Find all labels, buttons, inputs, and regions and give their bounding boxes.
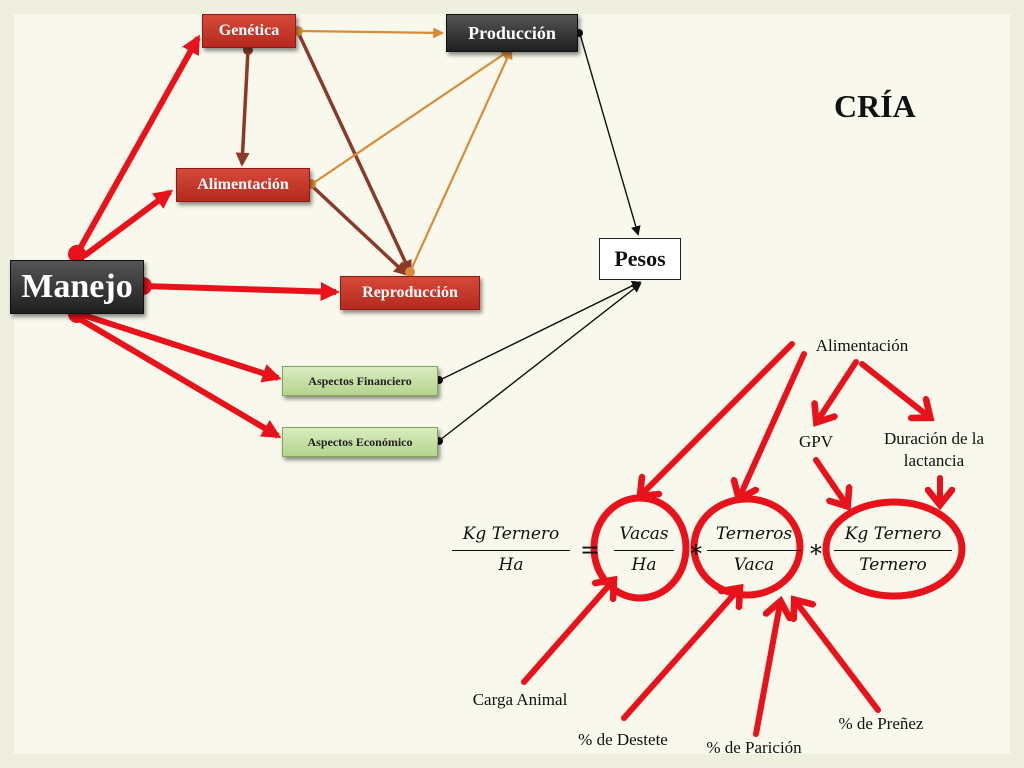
node-alimentacion: Alimentación bbox=[176, 168, 310, 202]
black-arrows bbox=[439, 33, 642, 441]
node-genetica: Genética bbox=[202, 14, 296, 48]
formula-lhs: Kg Ternero Ha bbox=[452, 524, 570, 575]
formula-term-1-bar bbox=[614, 550, 674, 551]
formula-term-1: Vacas Ha bbox=[614, 524, 674, 575]
node-aspectos-economico: Aspectos Económico bbox=[282, 427, 438, 457]
formula-term-2: Terneros Vaca bbox=[707, 524, 801, 575]
formula-term-3-bar bbox=[834, 550, 952, 551]
formula-term-2-numerator: Terneros bbox=[715, 524, 793, 544]
label-destete: % de Destete bbox=[578, 730, 668, 749]
label-alimentacion: Alimentación bbox=[815, 336, 909, 355]
manejo-arrows bbox=[75, 34, 340, 439]
formula-lhs-denominator: Ha bbox=[498, 555, 524, 575]
manejo-dot-top bbox=[68, 245, 86, 263]
formula-arrows bbox=[521, 341, 940, 737]
formula-term-3-numerator: Kg Ternero bbox=[844, 524, 942, 544]
label-carga-animal: Carga Animal bbox=[472, 690, 568, 709]
formula-lhs-bar bbox=[452, 550, 570, 551]
formula-times-2: * bbox=[810, 540, 822, 568]
formula-term-3-denominator: Ternero bbox=[859, 555, 927, 575]
label-gpv: GPV bbox=[798, 432, 833, 451]
formula-term-2-bar bbox=[707, 550, 801, 551]
brown-arrows bbox=[235, 31, 412, 276]
formula-term-1-numerator: Vacas bbox=[619, 524, 669, 544]
node-produccion: Producción bbox=[446, 14, 578, 52]
formula-lhs-numerator: Kg Ternero bbox=[462, 524, 560, 544]
node-pesos: Pesos bbox=[599, 238, 681, 280]
node-aspectos-financiero: Aspectos Financiero bbox=[282, 366, 438, 396]
label-paricion: % de Parición bbox=[706, 738, 802, 757]
label-prenez: % de Preñez bbox=[838, 714, 924, 733]
formula-term-3: Kg Ternero Ternero bbox=[834, 524, 952, 575]
node-manejo: Manejo bbox=[10, 260, 144, 314]
slide-title: CRÍA bbox=[834, 88, 916, 124]
formula-equals: = bbox=[580, 536, 601, 564]
formula-term-2-denominator: Vaca bbox=[733, 555, 775, 575]
label-duracion-lactancia: Duración de la lactancia bbox=[883, 429, 985, 470]
reproduccion-dot bbox=[405, 267, 415, 277]
formula-times-1: * bbox=[690, 540, 702, 568]
orange-arrows bbox=[299, 27, 513, 273]
node-reproduccion: Reproducción bbox=[340, 276, 480, 310]
formula-term-1-denominator: Ha bbox=[631, 555, 657, 575]
